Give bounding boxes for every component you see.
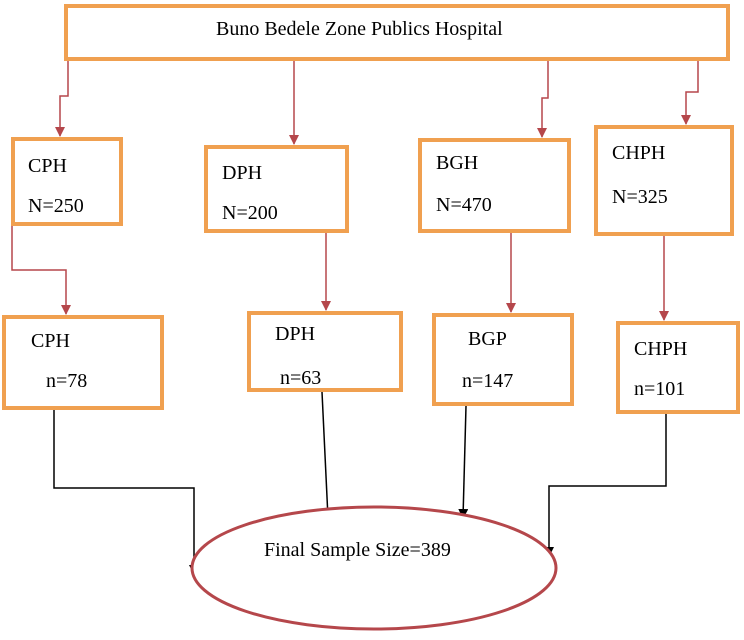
hospital-name-dph: DPH	[222, 162, 263, 184]
hospital-name-cph: CPH	[28, 155, 67, 177]
sample-size-dph: n=63	[280, 367, 322, 389]
final-sample-label: Final Sample Size=389	[264, 539, 451, 561]
connector-bgp-sample-to-final	[458, 405, 469, 519]
hospital-box-dph	[204, 145, 349, 233]
top-box-label: Buno Bedele Zone Publics Hospital	[216, 18, 503, 40]
sample-name-cph: CPH	[31, 330, 70, 352]
connector-dph-sample-to-final	[321, 391, 333, 519]
sample-box-cph	[2, 315, 164, 410]
connector-top-to-chph	[681, 60, 699, 125]
hospital-box-cph	[11, 137, 123, 226]
hospital-population-cph: N=250	[28, 195, 84, 217]
hospital-name-chph: CHPH	[612, 142, 666, 164]
sample-size-chph: n=101	[634, 378, 686, 400]
hospital-population-bgh: N=470	[436, 194, 492, 216]
hospital-box-bgh	[418, 138, 571, 233]
connector-top-to-bgh	[537, 60, 549, 138]
connector-cph-to-sample	[11, 226, 71, 315]
sample-size-cph: n=78	[46, 370, 88, 392]
sample-box-dph	[247, 311, 403, 392]
sample-box-chph	[616, 321, 740, 414]
sample-name-bgp: BGP	[468, 328, 507, 350]
connector-chph-sample-to-final	[544, 414, 667, 557]
top-box	[64, 4, 730, 61]
hospital-population-chph: N=325	[612, 186, 668, 208]
sample-name-dph: DPH	[275, 323, 316, 345]
connector-cph-sample-to-final	[53, 410, 199, 575]
final-sample-ellipse	[190, 505, 558, 631]
sample-name-chph: CHPH	[634, 338, 688, 360]
hospital-name-bgh: BGH	[436, 152, 479, 174]
connector-top-to-cph	[55, 60, 69, 137]
sample-box-bgp	[432, 313, 574, 406]
hospital-box-chph	[594, 125, 734, 236]
hospital-population-dph: N=200	[222, 202, 278, 224]
sample-size-bgp: n=147	[462, 370, 514, 392]
